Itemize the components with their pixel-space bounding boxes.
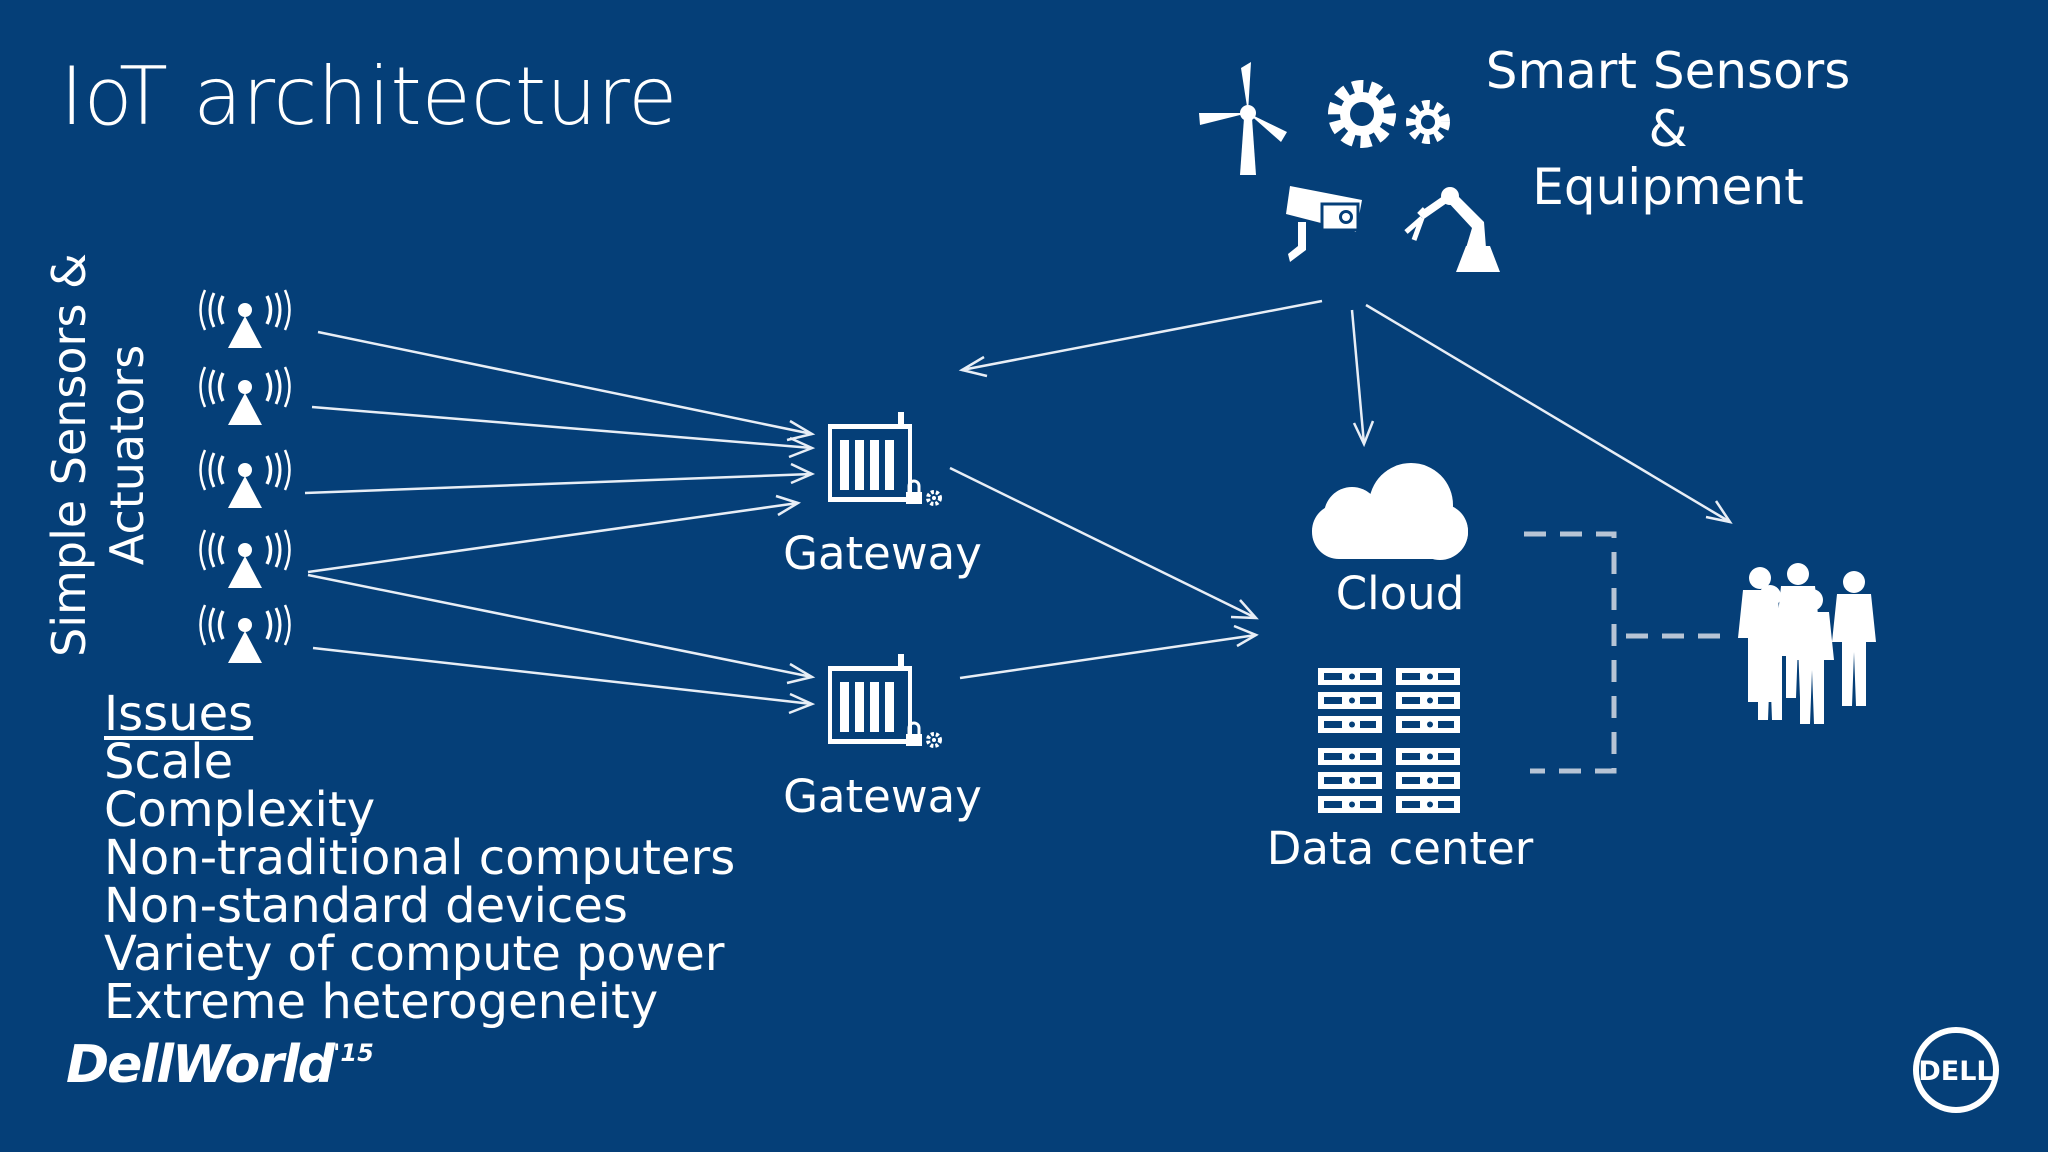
server-rack-icon bbox=[1318, 668, 1460, 813]
brand-year: '15 bbox=[333, 1039, 374, 1067]
simple-sensors-label: Simple Sensors & Actuators bbox=[40, 235, 156, 675]
issue-item: Scale bbox=[104, 734, 234, 790]
issue-item: Non-traditional computers bbox=[104, 830, 736, 886]
smart-sensors-line2: Equipment bbox=[1532, 158, 1804, 216]
issues-list: Issues Scale Complexity Non-traditional … bbox=[104, 690, 735, 1026]
gateway-label: Gateway bbox=[783, 770, 982, 823]
arrow-smart-to-people bbox=[1365, 303, 1733, 524]
data-center-label: Data center bbox=[1266, 822, 1534, 875]
sensor-icon bbox=[198, 288, 292, 350]
issue-item: Complexity bbox=[104, 782, 376, 838]
cloud-label: Cloud bbox=[1335, 567, 1465, 620]
arrow-smart-to-gateway bbox=[958, 299, 1323, 378]
arrow-smart-to-cloud bbox=[1350, 309, 1375, 448]
smart-sensors-label: Smart Sensors & Equipment bbox=[1468, 42, 1868, 216]
gateway-icon bbox=[826, 652, 942, 748]
svg-text:DELL: DELL bbox=[1918, 1056, 1993, 1087]
simple-sensors-line2: Actuators bbox=[100, 344, 154, 566]
issues-heading: Issues bbox=[104, 686, 254, 742]
arrow-sensor1-gateway1 bbox=[317, 330, 816, 442]
arrow-gateway2-cloud bbox=[959, 624, 1259, 680]
arrow-sensor3-gateway1 bbox=[304, 462, 816, 495]
arrow-gateway1-cloud bbox=[949, 466, 1259, 620]
dashed-bracket bbox=[1524, 531, 1617, 774]
wind-turbine-icon bbox=[1199, 62, 1287, 175]
smart-sensors-line1: Smart Sensors & bbox=[1485, 42, 1851, 158]
people-group-icon bbox=[1738, 563, 1876, 724]
sensor-icon bbox=[198, 365, 292, 427]
gateway-icon bbox=[826, 410, 942, 506]
issue-item: Non-standard devices bbox=[104, 878, 628, 934]
robot-arm-icon bbox=[1404, 187, 1500, 272]
simple-sensors-line1: Simple Sensors & bbox=[42, 253, 96, 657]
slide-title: IoT architecture bbox=[60, 50, 678, 143]
arrow-sensor4-gateway1 bbox=[307, 494, 802, 574]
sensor-icon bbox=[198, 448, 292, 510]
brand-name: DellWorld bbox=[66, 1035, 335, 1095]
security-camera-icon bbox=[1286, 186, 1362, 262]
arrow-sensor5-gateway2 bbox=[312, 646, 816, 715]
sensor-icon bbox=[198, 528, 292, 590]
issue-item: Variety of compute power bbox=[104, 926, 725, 982]
issue-item: Extreme heterogeneity bbox=[104, 974, 659, 1030]
gateway-label: Gateway bbox=[783, 527, 982, 580]
dellworld-brand: DellWorld'15 bbox=[66, 1035, 374, 1095]
arrow-sensor4-gateway2 bbox=[307, 573, 816, 685]
gears-icon bbox=[1328, 80, 1450, 148]
cloud-icon bbox=[1312, 463, 1468, 560]
arrow-sensor2-gateway1 bbox=[311, 405, 816, 459]
sensor-icon bbox=[198, 603, 292, 665]
dell-logo: DELL bbox=[1913, 1027, 1999, 1113]
